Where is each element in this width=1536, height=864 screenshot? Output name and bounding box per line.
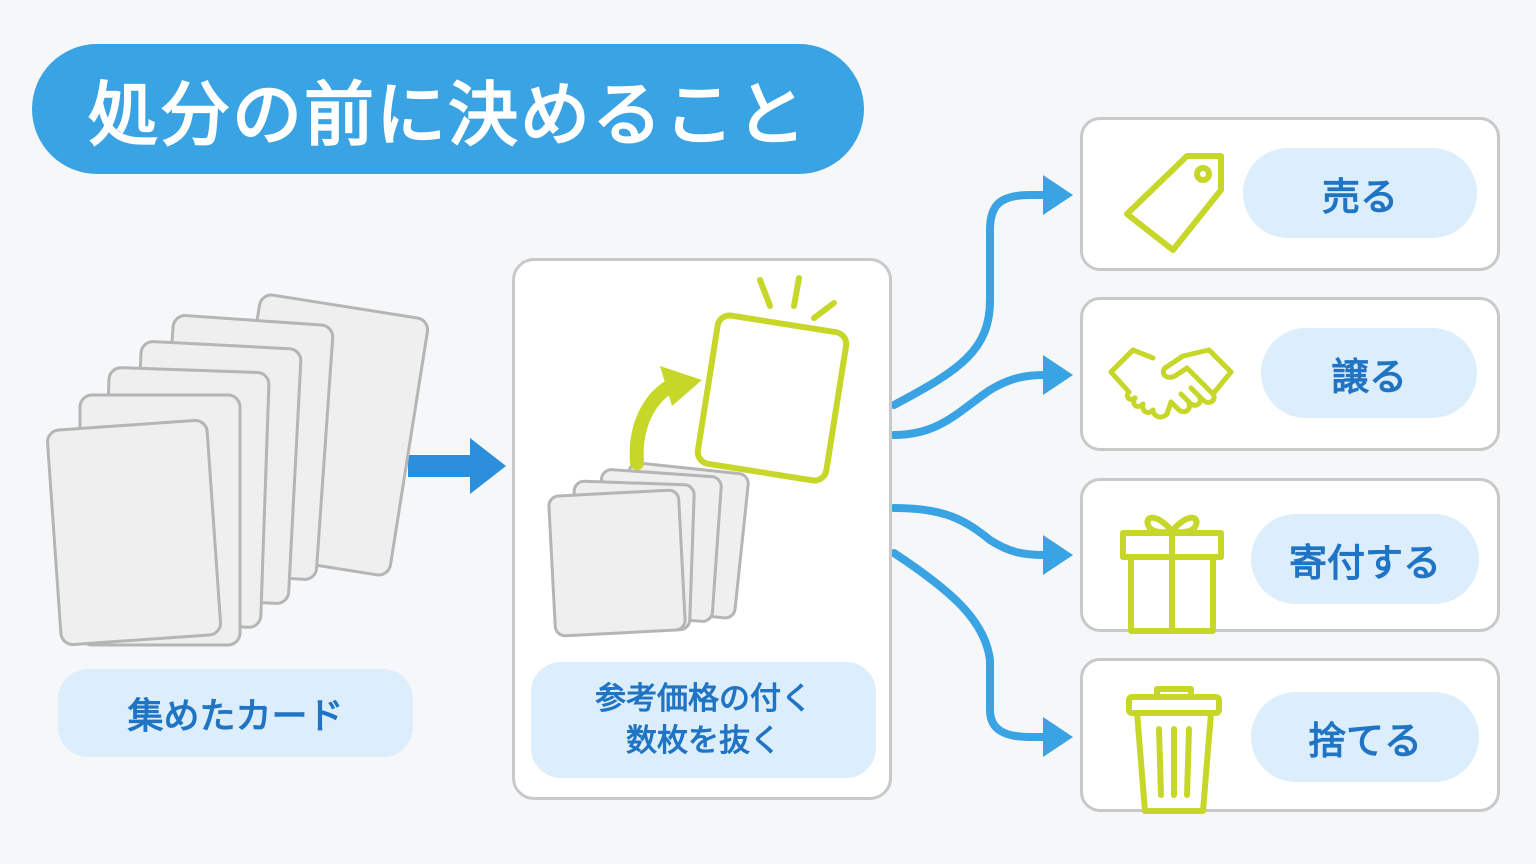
arrowhead-sell — [1043, 175, 1073, 215]
title-banner: 処分の前に決めること — [32, 44, 864, 174]
arrowhead-donate — [1043, 535, 1073, 575]
discard-label: 捨てる — [1251, 692, 1479, 782]
collected-cards-label: 集めたカード — [58, 669, 413, 757]
branch-line-donate — [890, 504, 1049, 559]
option-donate: 寄付する — [1080, 478, 1500, 634]
pick-valuable-cards-label: 参考価格の付く 数枚を抜く — [531, 662, 876, 778]
branch-line-give — [890, 371, 1049, 439]
price-tag-icon — [1124, 153, 1224, 253]
stack-card — [46, 418, 223, 647]
branch-line-discard — [890, 549, 1049, 741]
pick-cards-illustration — [547, 275, 850, 638]
picked-card — [694, 312, 850, 484]
card-stack-illustration — [46, 293, 430, 647]
pick-up-arrow-icon — [629, 366, 702, 470]
sparkle-icon — [757, 275, 837, 321]
handshake-icon — [1108, 347, 1234, 420]
small-stack-card — [547, 488, 687, 638]
arrowhead-give — [1043, 355, 1073, 395]
option-sell: 売る — [1080, 117, 1500, 271]
arrowhead-discard — [1043, 717, 1073, 757]
option-give: 譲る — [1080, 297, 1500, 451]
branch-line-sell — [890, 191, 1049, 409]
main-arrow — [408, 438, 506, 494]
gift-icon — [1120, 514, 1224, 634]
give-label: 譲る — [1261, 328, 1477, 418]
donate-label: 寄付する — [1251, 514, 1479, 604]
sell-label: 売る — [1243, 148, 1477, 238]
page-title: 処分の前に決めること — [88, 73, 808, 156]
trash-can-icon — [1126, 686, 1222, 814]
option-discard: 捨てる — [1080, 658, 1500, 814]
